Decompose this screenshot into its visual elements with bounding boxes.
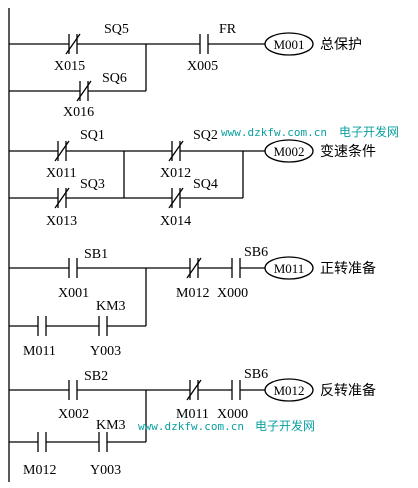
coil-label: M012 [273, 383, 304, 398]
rung-3: SB1 X001 KM3 Y003 M011 M012 SB6 X000 M01… [9, 245, 376, 359]
contact-address: X015 [54, 59, 85, 74]
contact-address: X005 [187, 59, 218, 74]
contact-label: SQ6 [102, 71, 127, 86]
contact-address: X001 [58, 286, 89, 301]
coil-m011 [264, 256, 314, 280]
contact-label: KM3 [96, 418, 126, 433]
contact-label: SB6 [244, 367, 268, 382]
rung-1: SQ5 X015 SQ6 X016 FR X005 M001 总保护 [9, 22, 362, 120]
coil-m001 [264, 32, 314, 56]
contact-label: SB2 [84, 369, 108, 384]
watermark-name: 电子开发网 [255, 418, 315, 433]
watermark-1: www.dzkfw.com.cn 电子开发网 [221, 124, 399, 139]
contact-address: X016 [63, 105, 94, 120]
coil-m002 [264, 139, 314, 163]
coil-description: 总保护 [320, 37, 362, 53]
contact-address: X012 [160, 166, 191, 181]
watermark-name: 电子开发网 [339, 124, 399, 139]
contact-label: KM3 [96, 299, 126, 314]
coil-label: M011 [274, 261, 305, 276]
contact-label: SB1 [84, 247, 108, 262]
contact-label: SQ3 [80, 177, 105, 192]
contact-address: X000 [217, 286, 248, 301]
watermark-url: www.dzkfw.com.cn [138, 420, 244, 433]
coil-description: 正转准备 [320, 260, 376, 277]
contact-address: X014 [160, 214, 191, 229]
coil-m012 [264, 378, 314, 402]
coil-description: 反转准备 [320, 382, 376, 399]
contact-label: SQ4 [193, 177, 218, 192]
contact-address: Y003 [90, 463, 121, 478]
contact-label: SQ1 [80, 128, 105, 143]
contact-address: M011 [176, 407, 209, 422]
coil-description: 变速条件 [320, 143, 376, 160]
contact-label: FR [219, 22, 237, 37]
coil-label: M001 [273, 37, 304, 52]
coil-label: M002 [273, 144, 304, 159]
contact-address: X011 [46, 166, 77, 181]
contact-address: X013 [46, 214, 77, 229]
contact-label: SB6 [244, 245, 268, 260]
contact-address: M011 [23, 344, 56, 359]
contact-address: M012 [176, 286, 209, 301]
rung-4: SB2 X002 KM3 Y003 M012 M011 SB6 X000 M01… [9, 367, 376, 478]
watermark-2: www.dzkfw.com.cn 电子开发网 [138, 418, 315, 433]
contact-label: SQ5 [104, 22, 129, 37]
contact-label: SQ2 [193, 128, 218, 143]
contact-address: X000 [217, 407, 248, 422]
contact-address: X002 [58, 407, 89, 422]
contact-address: M012 [23, 463, 56, 478]
contact-address: Y003 [90, 344, 121, 359]
rung-2: SQ1 X011 SQ3 X013 SQ2 X012 SQ4 X014 M002… [9, 128, 376, 229]
watermark-url: www.dzkfw.com.cn [221, 126, 327, 139]
